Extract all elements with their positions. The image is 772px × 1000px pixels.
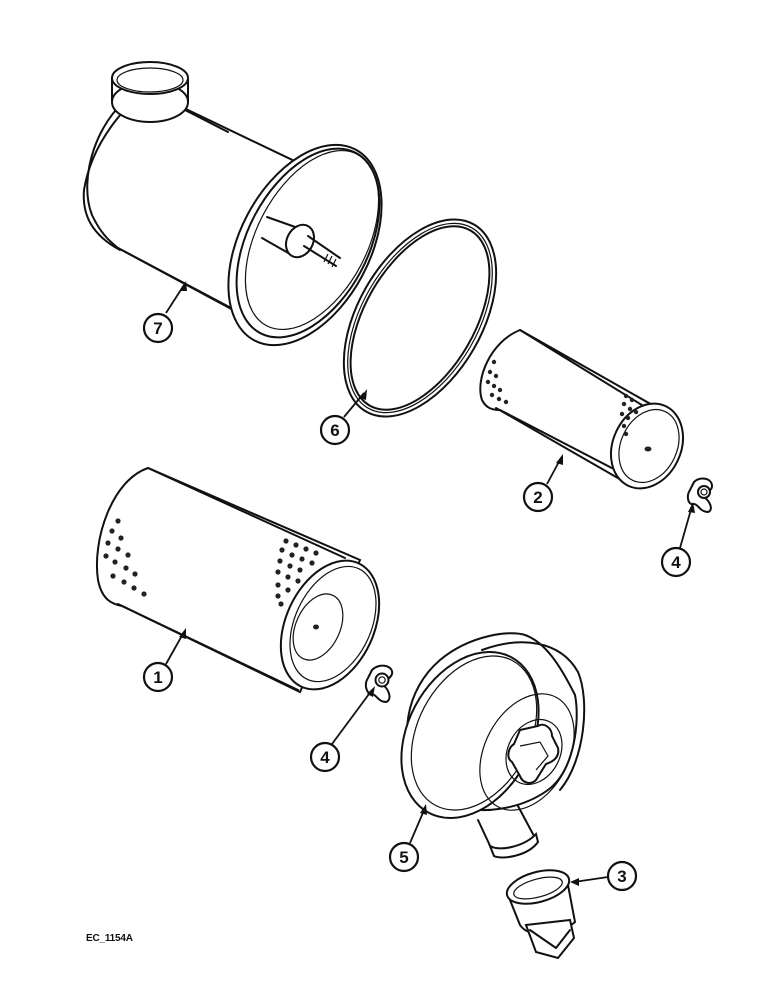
end-cover [400, 632, 586, 859]
callout-1[interactable]: 1 [142, 628, 186, 693]
svg-text:5: 5 [399, 848, 408, 867]
wing-nut-inner [686, 477, 714, 514]
callout-7[interactable]: 7 [142, 281, 187, 344]
svg-text:4: 4 [671, 553, 681, 572]
seal-ring [342, 218, 498, 418]
callout-3[interactable]: 3 [570, 860, 638, 892]
inner-filter-element [479, 328, 684, 490]
svg-text:7: 7 [153, 319, 162, 338]
outer-filter-element [96, 466, 381, 694]
figure-code-label: EC_1154A [86, 933, 133, 944]
wing-nut-outer [364, 664, 394, 704]
callout-2[interactable]: 2 [522, 454, 563, 513]
svg-text:6: 6 [330, 421, 339, 440]
svg-text:2: 2 [533, 488, 542, 507]
callout-6[interactable]: 6 [319, 389, 367, 446]
callout-5[interactable]: 5 [388, 804, 427, 873]
air-cleaner-housing [82, 61, 383, 347]
svg-text:4: 4 [320, 748, 330, 767]
callout-4a[interactable]: 4 [660, 502, 695, 578]
dust-valve [505, 869, 577, 960]
perforation-holes [485, 359, 639, 437]
callout-4b[interactable]: 4 [309, 686, 375, 773]
svg-text:3: 3 [617, 867, 626, 886]
svg-text:1: 1 [153, 668, 162, 687]
perforation-holes [103, 518, 319, 607]
